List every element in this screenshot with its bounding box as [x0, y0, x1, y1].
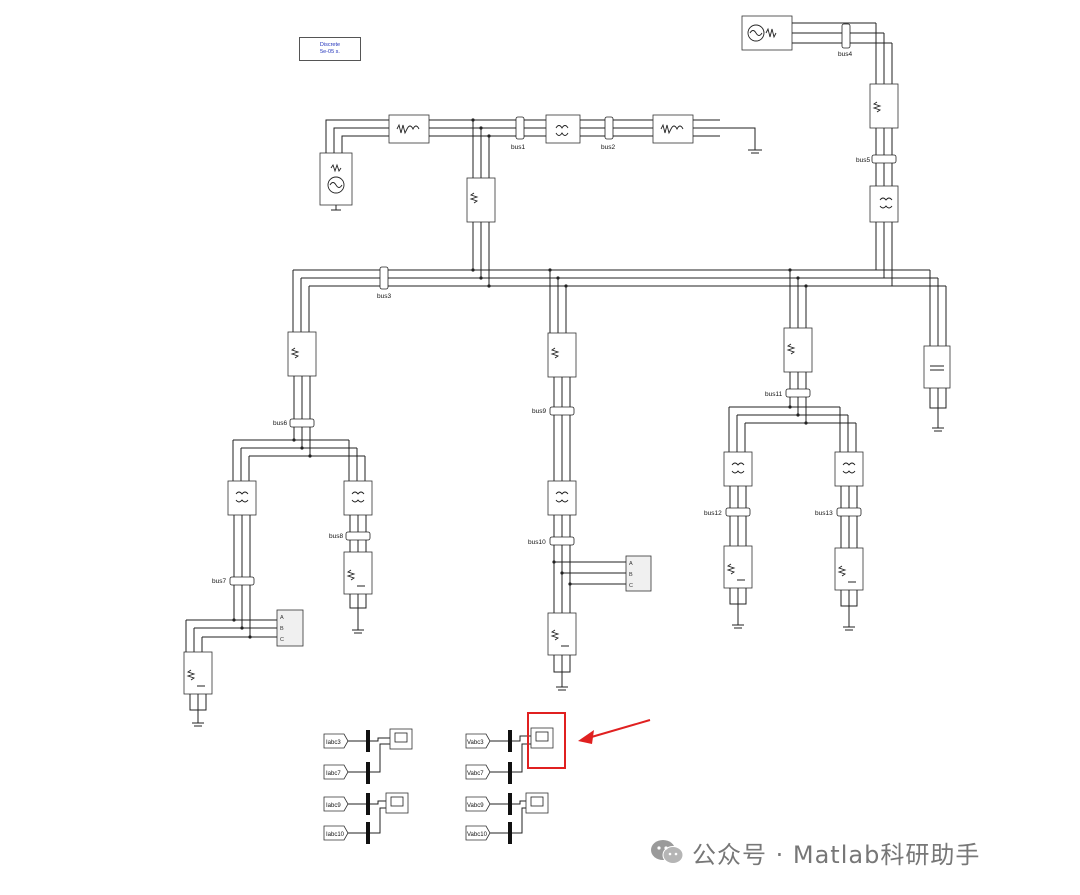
bus13-block[interactable]	[836, 507, 862, 517]
watermark: 公众号 · Matlab科研助手	[650, 836, 981, 869]
from-tag-iabc3[interactable]	[323, 733, 349, 749]
demux-8[interactable]	[508, 822, 512, 844]
line-block-3[interactable]	[466, 177, 496, 223]
bus2-block[interactable]	[604, 116, 614, 140]
bus11-branch: bus11 bus12 bus13	[704, 270, 864, 631]
transformer-bus6-bus7[interactable]	[227, 480, 257, 516]
voltage-scopes: Vabc3 Vabc7 Vabc9 Vabc10	[465, 712, 651, 844]
bus6-block[interactable]	[289, 418, 315, 428]
bus7-block[interactable]	[229, 576, 255, 586]
highlight-arrow	[587, 719, 651, 739]
transformer-bus11-bus12[interactable]	[723, 451, 753, 487]
bus8-label: bus8	[329, 533, 343, 540]
load-bus12[interactable]	[723, 545, 753, 589]
bus4-block[interactable]	[841, 23, 851, 49]
powergui-solver-block[interactable]: Discrete 5e-05 s.	[299, 37, 361, 61]
bus2-label: bus2	[601, 144, 615, 151]
tag-vabc7-label: Vabc7	[467, 771, 484, 777]
bus11-block[interactable]	[785, 388, 811, 398]
capacitor-bank[interactable]	[923, 345, 951, 389]
bus10-label: bus10	[528, 539, 546, 546]
measurement-block-bus7[interactable]	[276, 609, 304, 647]
demux-2[interactable]	[366, 762, 370, 784]
from-tag-iabc10[interactable]	[323, 825, 349, 841]
bus10-block[interactable]	[549, 536, 575, 546]
bus9-branch: bus9 bus10 ABC	[528, 270, 652, 691]
line-block-bus4-bus5[interactable]	[869, 83, 899, 129]
highlight-box	[527, 712, 566, 769]
tag-iabc10-label: Iabc10	[326, 832, 345, 838]
from-tag-iabc9[interactable]	[323, 796, 349, 812]
bus7-label: bus7	[212, 578, 226, 585]
wechat-logo-icon	[650, 839, 684, 865]
bus3-main: bus3	[293, 266, 946, 300]
current-scopes: Iabc3 Iabc7 Iabc9 Iabc10	[323, 728, 413, 844]
svg-text:A: A	[629, 561, 633, 567]
three-phase-source-right[interactable]	[741, 15, 793, 51]
bus5-block[interactable]	[871, 154, 897, 164]
line-block-bus3-bus9[interactable]	[547, 332, 577, 378]
top-feeder: bus1 bus2	[319, 114, 762, 286]
from-tag-vabc10[interactable]	[465, 825, 491, 841]
bus5-label: bus5	[856, 157, 870, 164]
tag-iabc9-label: Iabc9	[326, 803, 341, 809]
bus13-label: bus13	[815, 510, 833, 517]
transformer-bus9-bus10[interactable]	[547, 480, 577, 516]
transformer-bus11-bus13[interactable]	[834, 451, 864, 487]
bus11-label: bus11	[765, 391, 783, 398]
svg-text:A: A	[280, 615, 284, 621]
from-tag-vabc3[interactable]	[465, 733, 491, 749]
solver-type-label: Discrete	[319, 42, 341, 48]
svg-text:C: C	[280, 637, 284, 643]
three-phase-source-left[interactable]	[319, 152, 353, 206]
tag-vabc10-label: Vabc10	[467, 832, 488, 838]
demux-1[interactable]	[366, 730, 370, 752]
bus12-block[interactable]	[725, 507, 751, 517]
watermark-text: 公众号 · Matlab科研助手	[692, 840, 981, 869]
line-block-2[interactable]	[652, 114, 694, 144]
transformer-bus5[interactable]	[869, 185, 899, 223]
svg-text:B: B	[629, 572, 633, 578]
demux-3[interactable]	[366, 793, 370, 815]
transformer-bus6-bus8[interactable]	[343, 480, 373, 516]
tag-vabc3-label: Vabc3	[467, 740, 484, 746]
bus9-label: bus9	[532, 408, 546, 415]
measurement-block-bus10[interactable]	[625, 555, 652, 592]
shunt-capacitor-branch	[923, 270, 951, 432]
bus3-block[interactable]	[379, 266, 389, 290]
from-tag-vabc9[interactable]	[465, 796, 491, 812]
demux-7[interactable]	[508, 793, 512, 815]
load-bus8[interactable]	[343, 551, 373, 595]
bus3-label: bus3	[377, 293, 391, 300]
bus1-label: bus1	[511, 144, 525, 151]
bus12-label: bus12	[704, 510, 722, 517]
transformer-top[interactable]	[545, 114, 581, 144]
from-tag-iabc7[interactable]	[323, 764, 349, 780]
demux-5[interactable]	[508, 730, 512, 752]
tag-iabc3-label: Iabc3	[326, 740, 341, 746]
load-bus7[interactable]	[183, 651, 213, 695]
solver-step-label: 5e-05 s.	[320, 49, 340, 55]
load-bus10[interactable]	[547, 612, 577, 656]
svg-text:C: C	[629, 583, 633, 589]
bus6-branch: bus6 bus7 ABC	[183, 270, 373, 727]
from-tag-vabc7[interactable]	[465, 764, 491, 780]
tag-vabc9-label: Vabc9	[467, 803, 484, 809]
line-block-1[interactable]	[388, 114, 430, 144]
bus9-block[interactable]	[549, 406, 575, 416]
svg-text:B: B	[280, 626, 284, 632]
bus4-label: bus4	[838, 51, 852, 58]
bus8-block[interactable]	[345, 531, 371, 541]
tag-iabc7-label: Iabc7	[326, 771, 341, 777]
bus6-label: bus6	[273, 420, 287, 427]
bus1-block[interactable]	[515, 116, 525, 140]
demux-6[interactable]	[508, 762, 512, 784]
demux-4[interactable]	[366, 822, 370, 844]
load-bus13[interactable]	[834, 547, 864, 591]
bus4-bus5-chain: bus4 bus5	[741, 15, 899, 286]
